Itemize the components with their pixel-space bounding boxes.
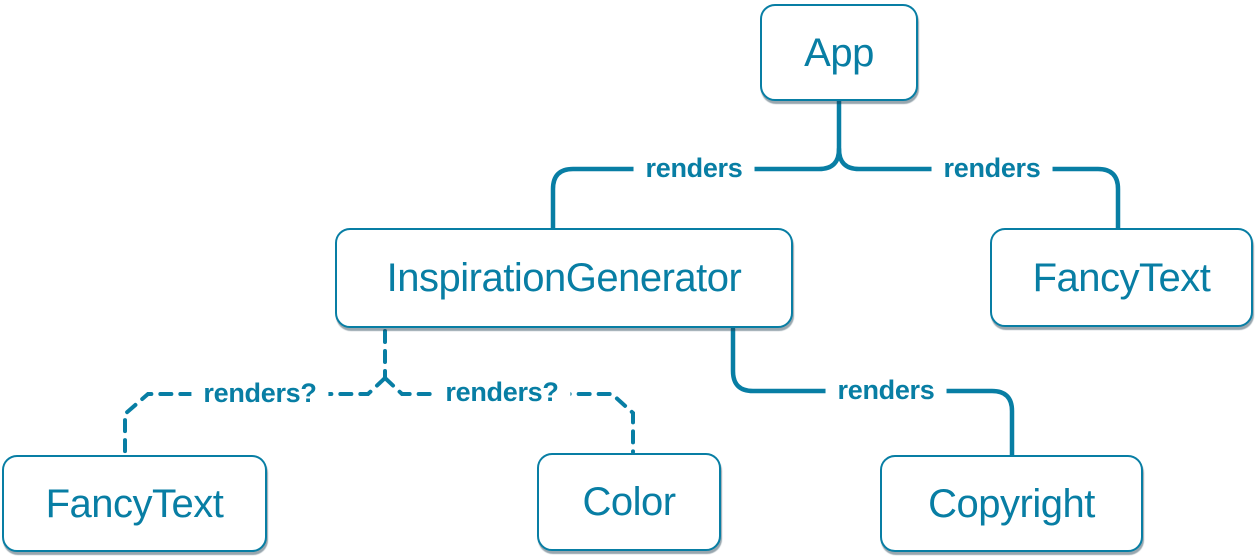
node-color-label: Color: [582, 480, 676, 524]
node-copyright: Copyright: [880, 455, 1143, 552]
edge-label-renders-maybe-color: renders?: [433, 377, 571, 408]
edge-label-renders-left: renders: [633, 153, 755, 184]
node-app: App: [760, 4, 918, 101]
node-inspiration-generator-label: InspirationGenerator: [386, 256, 742, 300]
node-inspiration-generator: InspirationGenerator: [335, 228, 793, 328]
node-color: Color: [537, 453, 721, 551]
node-app-label: App: [804, 30, 874, 75]
edge-label-renders-maybe-fancytext: renders?: [191, 378, 329, 409]
node-fancy-text-bottom-label: FancyText: [45, 481, 224, 526]
node-fancy-text-top: FancyText: [990, 228, 1253, 327]
node-copyright-label: Copyright: [928, 481, 1095, 526]
node-fancy-text-bottom: FancyText: [2, 455, 267, 552]
edge-label-renders-copyright: renders: [825, 375, 947, 406]
edge-label-renders-right: renders: [931, 153, 1053, 184]
node-fancy-text-top-label: FancyText: [1032, 255, 1211, 300]
edge-inspirationgenerator-fancytext-dashed: [123, 376, 387, 456]
edge-app-fancytext: [836, 146, 1121, 232]
